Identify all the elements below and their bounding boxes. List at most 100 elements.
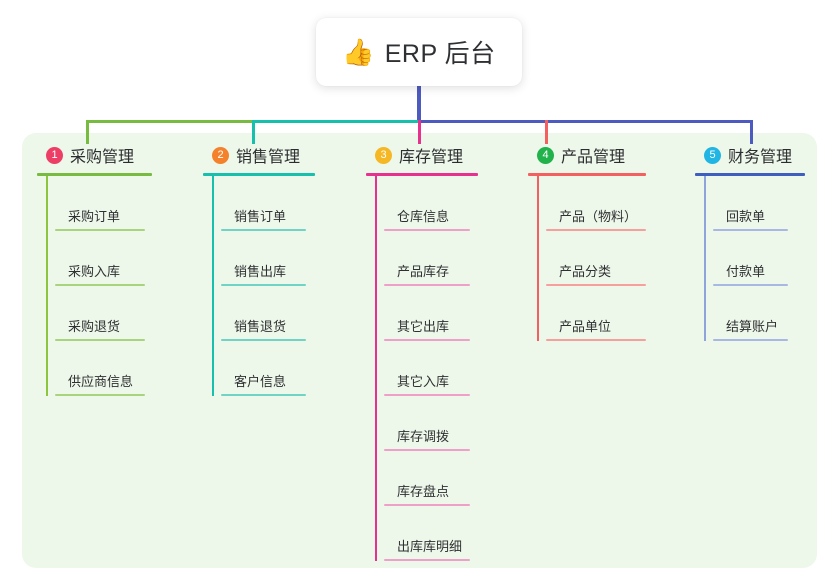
menu-item[interactable]: 产品分类 bbox=[537, 231, 646, 286]
menu-item-rule bbox=[221, 229, 306, 231]
column-items-2: 销售订单销售出库销售退货客户信息 bbox=[203, 176, 315, 396]
root-title-card[interactable]: 👍 ERP 后台 bbox=[316, 18, 522, 86]
column-header-5[interactable]: 5 财务管理 bbox=[695, 142, 805, 168]
column-4: 4 产品管理产品（物料） 产品分类产品单位 bbox=[528, 142, 646, 341]
menu-item-label: 产品分类 bbox=[559, 264, 612, 280]
menu-item-rule bbox=[546, 339, 646, 341]
diagram-panel bbox=[22, 133, 817, 568]
column-items-3: 仓库信息产品库存其它出库其它入库库存调拨库存盘点出库库明细 bbox=[366, 176, 478, 561]
menu-item[interactable]: 产品库存 bbox=[375, 231, 478, 286]
menu-item[interactable]: 供应商信息 bbox=[46, 341, 152, 396]
menu-item-rule bbox=[384, 394, 470, 396]
column-header-rule-3 bbox=[366, 173, 478, 176]
column-title-3: 库存管理 bbox=[399, 149, 464, 166]
column-badge-2: 2 bbox=[212, 146, 229, 164]
menu-item[interactable]: 付款单 bbox=[704, 231, 805, 286]
column-header-rule-5 bbox=[695, 173, 805, 176]
column-header-1[interactable]: 1 采购管理 bbox=[37, 142, 152, 168]
menu-item-label: 销售订单 bbox=[234, 209, 287, 225]
menu-item-label: 其它出库 bbox=[397, 319, 450, 335]
column-spine-2 bbox=[212, 176, 214, 396]
menu-item-rule bbox=[221, 284, 306, 286]
column-title-4: 产品管理 bbox=[561, 149, 626, 166]
menu-item-rule bbox=[384, 449, 470, 451]
column-header-rule-1 bbox=[37, 173, 152, 176]
menu-item-label: 客户信息 bbox=[234, 374, 287, 390]
menu-item-label: 结算账户 bbox=[726, 319, 779, 335]
menu-item-label: 库存盘点 bbox=[397, 484, 450, 500]
column-title-2: 销售管理 bbox=[236, 149, 301, 166]
menu-item[interactable]: 销售出库 bbox=[212, 231, 315, 286]
menu-item[interactable]: 产品（物料） bbox=[537, 176, 646, 231]
menu-item-label: 采购退货 bbox=[68, 319, 121, 335]
menu-item[interactable]: 采购入库 bbox=[46, 231, 152, 286]
menu-item-rule bbox=[221, 394, 306, 396]
column-title-1: 采购管理 bbox=[70, 149, 135, 166]
menu-item[interactable]: 销售退货 bbox=[212, 286, 315, 341]
menu-item-rule bbox=[546, 229, 646, 231]
drop-1 bbox=[86, 120, 89, 144]
menu-item-label: 销售退货 bbox=[234, 319, 287, 335]
menu-item[interactable]: 库存盘点 bbox=[375, 451, 478, 506]
menu-item-label: 回款单 bbox=[726, 209, 766, 225]
menu-item-rule bbox=[713, 284, 788, 286]
menu-item-rule bbox=[546, 284, 646, 286]
drop-4 bbox=[545, 120, 548, 144]
column-header-rule-4 bbox=[528, 173, 646, 176]
menu-item[interactable]: 出库库明细 bbox=[375, 506, 478, 561]
menu-item[interactable]: 库存调拨 bbox=[375, 396, 478, 451]
menu-item-rule bbox=[384, 559, 470, 561]
menu-item-rule bbox=[713, 339, 788, 341]
menu-item-rule bbox=[55, 339, 145, 341]
column-items-1: 采购订单采购入库采购退货供应商信息 bbox=[37, 176, 152, 396]
menu-item-rule bbox=[713, 229, 788, 231]
column-header-4[interactable]: 4 产品管理 bbox=[528, 142, 646, 168]
menu-item-rule bbox=[384, 504, 470, 506]
bus-green bbox=[86, 120, 253, 123]
menu-item-label: 付款单 bbox=[726, 264, 766, 280]
bus-teal bbox=[252, 120, 419, 123]
menu-item-label: 其它入库 bbox=[397, 374, 450, 390]
root-connector-vertical bbox=[417, 84, 421, 123]
menu-item[interactable]: 采购退货 bbox=[46, 286, 152, 341]
drop-2 bbox=[252, 120, 255, 144]
menu-item-label: 出库库明细 bbox=[397, 539, 463, 555]
menu-item-rule bbox=[55, 394, 145, 396]
column-badge-4: 4 bbox=[537, 146, 554, 164]
menu-item[interactable]: 客户信息 bbox=[212, 341, 315, 396]
bus-blue bbox=[418, 120, 751, 123]
menu-item-label: 库存调拨 bbox=[397, 429, 450, 445]
column-title-5: 财务管理 bbox=[728, 149, 793, 166]
column-spine-1 bbox=[46, 176, 48, 396]
column-5: 5 财务管理回款单付款单结算账户 bbox=[695, 142, 805, 341]
column-items-5: 回款单付款单结算账户 bbox=[695, 176, 805, 341]
column-items-4: 产品（物料） 产品分类产品单位 bbox=[528, 176, 646, 341]
thumbs-up-icon: 👍 bbox=[342, 37, 375, 67]
column-header-2[interactable]: 2 销售管理 bbox=[203, 142, 315, 168]
menu-item[interactable]: 回款单 bbox=[704, 176, 805, 231]
menu-item[interactable]: 产品单位 bbox=[537, 286, 646, 341]
menu-item[interactable]: 仓库信息 bbox=[375, 176, 478, 231]
menu-item-rule bbox=[55, 229, 145, 231]
drop-3 bbox=[418, 120, 421, 144]
menu-item[interactable]: 结算账户 bbox=[704, 286, 805, 341]
column-badge-1: 1 bbox=[46, 146, 63, 164]
menu-item[interactable]: 采购订单 bbox=[46, 176, 152, 231]
column-badge-5: 5 bbox=[704, 146, 721, 164]
menu-item-label: 销售出库 bbox=[234, 264, 287, 280]
column-2: 2 销售管理销售订单销售出库销售退货客户信息 bbox=[203, 142, 315, 396]
column-1: 1 采购管理采购订单采购入库采购退货供应商信息 bbox=[37, 142, 152, 396]
menu-item-label: 产品单位 bbox=[559, 319, 612, 335]
menu-item-rule bbox=[55, 284, 145, 286]
column-header-rule-2 bbox=[203, 173, 315, 176]
menu-item[interactable]: 其它出库 bbox=[375, 286, 478, 341]
menu-item-label: 产品库存 bbox=[397, 264, 450, 280]
menu-item[interactable]: 其它入库 bbox=[375, 341, 478, 396]
menu-item-rule bbox=[384, 284, 470, 286]
column-spine-4 bbox=[537, 176, 539, 341]
menu-item[interactable]: 销售订单 bbox=[212, 176, 315, 231]
menu-item-label: 采购入库 bbox=[68, 264, 121, 280]
